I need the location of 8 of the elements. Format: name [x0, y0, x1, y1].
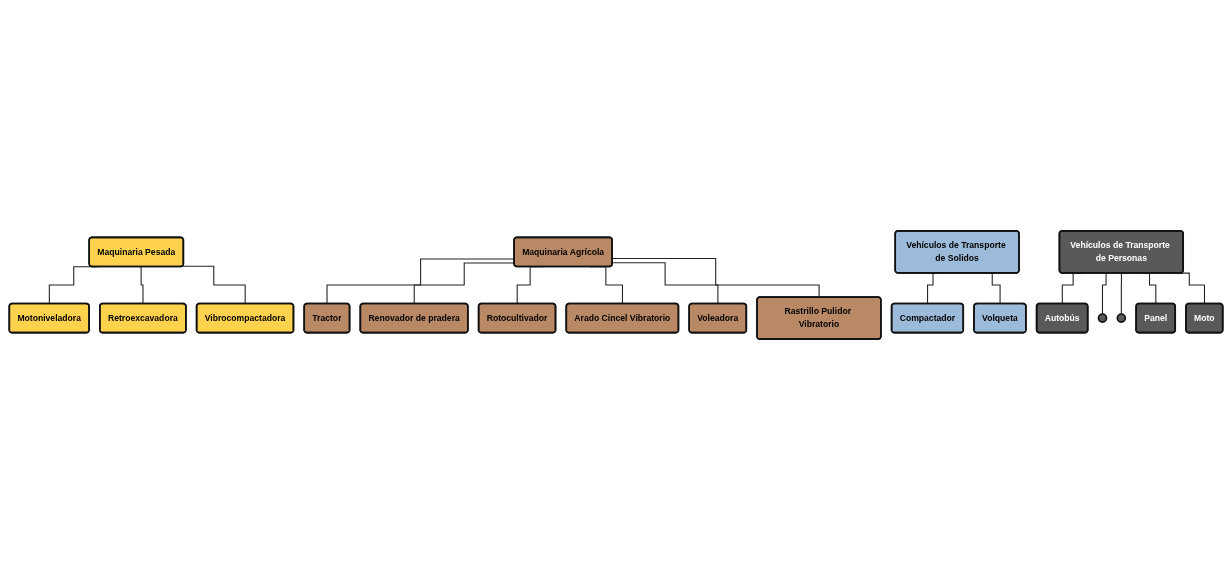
node-circle [1116, 313, 1127, 323]
connector [138, 266, 144, 305]
node-circle [1097, 313, 1108, 323]
connector [611, 262, 719, 305]
connector [413, 262, 515, 305]
connector [1120, 272, 1123, 315]
connector [182, 265, 246, 305]
connector [326, 258, 515, 305]
